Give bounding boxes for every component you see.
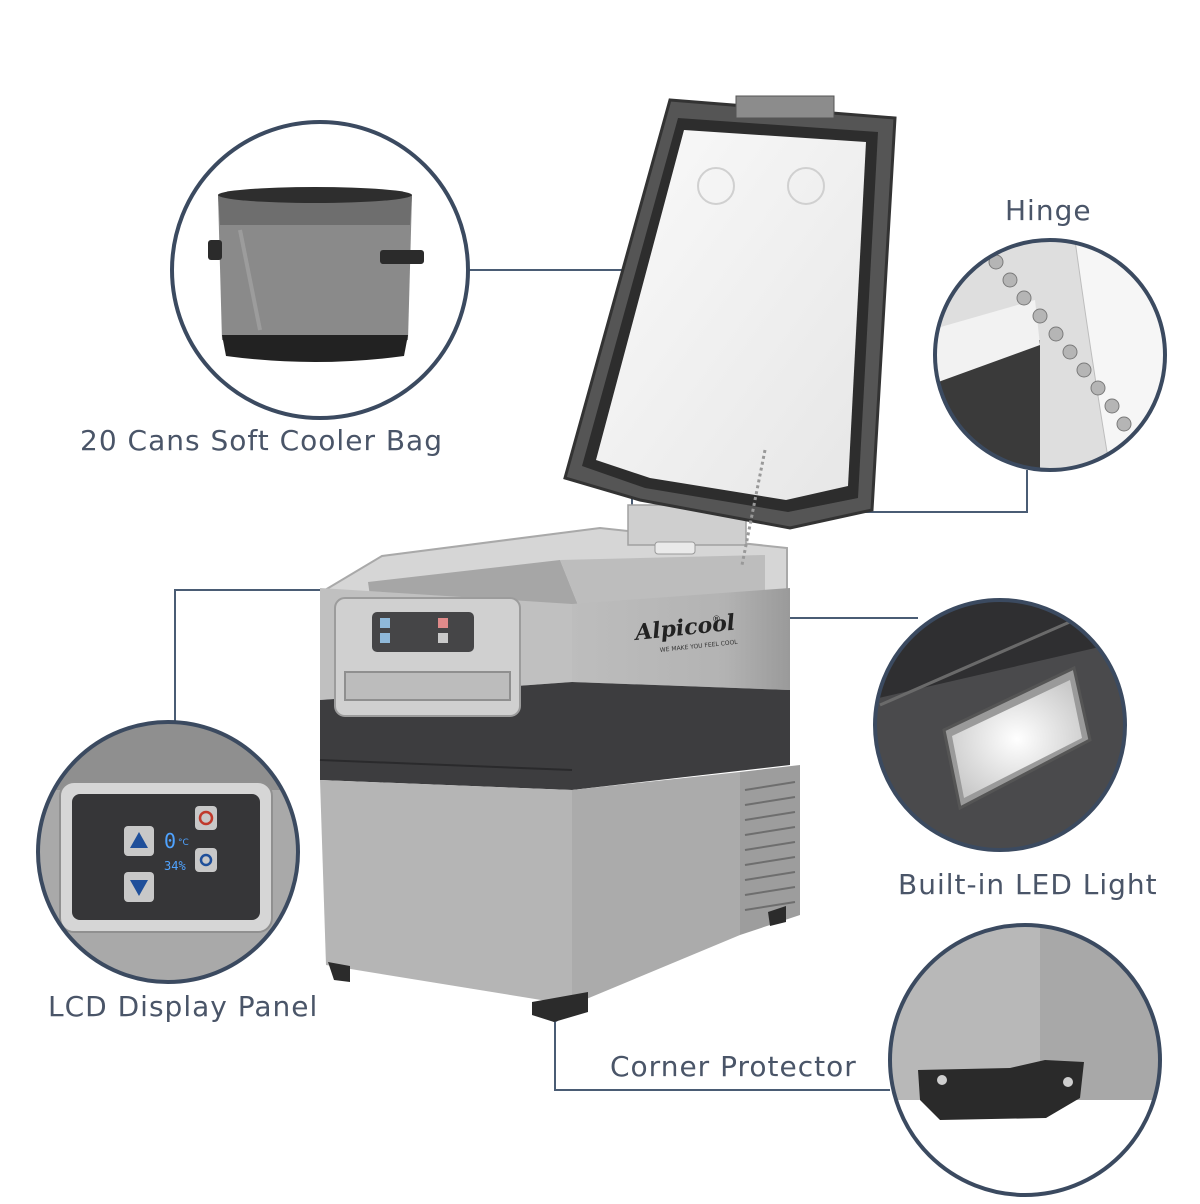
vent-grille bbox=[744, 781, 796, 911]
hinge-inset bbox=[933, 238, 1167, 472]
corner-foot bbox=[328, 962, 350, 982]
corner-protector-label: Corner Protector bbox=[610, 1050, 857, 1083]
front-display-panel bbox=[372, 612, 474, 652]
lcd-temperature: 0 bbox=[164, 829, 176, 853]
corner-connector-line bbox=[554, 1018, 890, 1091]
soft-cooler-bag-label: 20 Cans Soft Cooler Bag bbox=[80, 424, 443, 457]
corner-protector-piece bbox=[918, 1060, 1084, 1120]
led-light-label: Built-in LED Light bbox=[898, 868, 1158, 901]
led-light-inset bbox=[873, 598, 1127, 852]
lcd-unit: °C bbox=[178, 838, 189, 848]
brand-trademark: ® bbox=[712, 615, 721, 625]
corner-foot bbox=[768, 906, 786, 926]
corner-protector-inset bbox=[888, 923, 1162, 1197]
settings-icon bbox=[199, 853, 213, 867]
lcd-panel-inset: 0 °C 34% bbox=[36, 720, 300, 984]
soft-cooler-bag-inset bbox=[170, 120, 470, 420]
led-lamp bbox=[942, 665, 1092, 811]
power-icon bbox=[198, 810, 214, 826]
up-arrow-icon bbox=[130, 832, 148, 848]
portable-fridge: Alpicool ® WE MAKE YOU FEEL COOL bbox=[319, 504, 800, 1022]
fridge-lid bbox=[563, 95, 897, 566]
lcd-power-button bbox=[195, 806, 217, 830]
corner-foot bbox=[532, 992, 588, 1022]
lcd-display-panel-label: LCD Display Panel bbox=[48, 990, 319, 1023]
lcd-secondary: 34% bbox=[164, 859, 186, 873]
hinge-label: Hinge bbox=[1005, 194, 1092, 227]
down-arrow-icon bbox=[130, 880, 148, 896]
lcd-settings-button bbox=[195, 848, 217, 872]
